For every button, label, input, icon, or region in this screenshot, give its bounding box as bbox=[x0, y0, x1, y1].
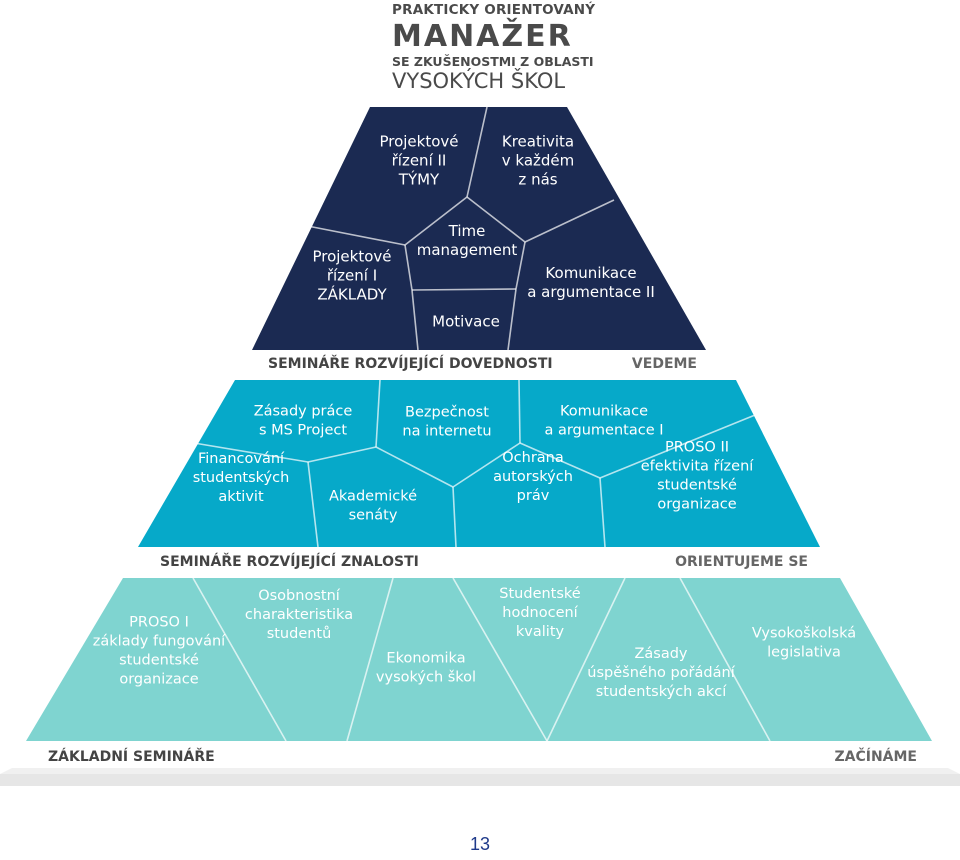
tier-middle-divider bbox=[599, 412, 761, 479]
title-line-2: MANAŽER bbox=[392, 19, 573, 54]
cell-label: Motivace bbox=[432, 312, 500, 330]
cell-label: management bbox=[417, 241, 518, 259]
tier-bottom-divider bbox=[192, 577, 287, 742]
cell-label: Vysokoškolská bbox=[752, 626, 856, 642]
pyramid-title: PRAKTICKY ORIENTOVANÝ MANAŽER SE ZKUŠENO… bbox=[392, 2, 595, 93]
cell-label: Ekonomika bbox=[386, 651, 465, 667]
tier-top-divider bbox=[515, 241, 526, 290]
tier-middle-divider bbox=[375, 379, 381, 448]
tier-middle-divider bbox=[518, 379, 521, 444]
cell-label: Projektové bbox=[379, 132, 458, 150]
cell-label: PROSO I bbox=[129, 615, 189, 631]
tier-top-divider bbox=[411, 288, 517, 291]
cell-label: charakteristika bbox=[245, 607, 353, 623]
cell-label: aktivit bbox=[218, 489, 264, 505]
tier-middle-divider bbox=[307, 461, 319, 548]
cell-label: řízení I bbox=[327, 266, 377, 284]
tier-top-divider bbox=[404, 196, 468, 246]
cell-label: hodnocení bbox=[502, 605, 578, 621]
cell-label: Kreativita bbox=[502, 132, 574, 150]
tier-bottom bbox=[26, 578, 932, 741]
cell-label: na internetu bbox=[402, 424, 491, 440]
tier-bottom-divider bbox=[546, 577, 626, 742]
cell-label: s MS Project bbox=[259, 423, 347, 439]
tier-top-divider bbox=[524, 199, 615, 243]
cell-label: PROSO II bbox=[665, 440, 729, 456]
tier-top-divider bbox=[466, 196, 526, 243]
tier-top-label: SEMINÁŘE ROZVÍJEJÍCÍ DOVEDNOSTI bbox=[268, 355, 553, 372]
tier-middle-divider bbox=[187, 441, 309, 463]
cell-label: základy fungování bbox=[93, 634, 226, 650]
ground-bar bbox=[0, 774, 960, 786]
title-line-4: VYSOKÝCH ŠKOL bbox=[392, 69, 566, 93]
tier-middle bbox=[138, 380, 820, 547]
tier-middle-divider bbox=[307, 446, 377, 463]
cell-label: Osobnostní bbox=[258, 588, 341, 604]
cell-label: kvality bbox=[516, 624, 565, 640]
cell-label: Ochrana bbox=[502, 450, 564, 466]
cell-label: práv bbox=[517, 488, 550, 504]
tier-top-divider bbox=[466, 106, 488, 198]
cell-label: studentské bbox=[657, 478, 737, 494]
title-line-3: SE ZKUŠENOSTMI Z OBLASTI bbox=[392, 54, 594, 69]
cell-label: Financování bbox=[198, 451, 285, 467]
cell-label: studentské bbox=[119, 653, 199, 669]
cell-label: Zásady práce bbox=[254, 404, 353, 420]
cell-label: Projektové bbox=[312, 247, 391, 265]
tier-top-divider bbox=[411, 289, 419, 351]
cell-label: Zásady bbox=[634, 646, 687, 662]
cell-label: z nás bbox=[518, 170, 557, 188]
cell-label: Time bbox=[448, 222, 486, 240]
cell-label: Akademické bbox=[329, 489, 417, 505]
cell-label: Komunikace bbox=[545, 264, 636, 282]
tier-middle-tag: ORIENTUJEME SE bbox=[675, 554, 808, 570]
cell-label: Studentské bbox=[499, 586, 581, 602]
cell-label: Komunikace bbox=[560, 404, 648, 420]
cell-label: organizace bbox=[657, 497, 736, 513]
tier-bottom-divider bbox=[346, 577, 394, 742]
cell-label: řízení II bbox=[392, 151, 447, 169]
tier-top-divider bbox=[281, 220, 406, 246]
tier-top-divider bbox=[404, 244, 413, 291]
page-number: 13 bbox=[469, 834, 491, 854]
tier-middle-divider bbox=[519, 442, 601, 479]
cell-label: organizace bbox=[119, 672, 198, 688]
tier-middle-divider bbox=[599, 477, 606, 548]
cell-label: studentských akcí bbox=[596, 684, 727, 700]
cell-label: úspěšného pořádání bbox=[587, 665, 735, 681]
cell-label: studentů bbox=[267, 626, 332, 642]
title-line-1: PRAKTICKY ORIENTOVANÝ bbox=[392, 2, 596, 18]
cell-label: a argumentace II bbox=[527, 283, 655, 301]
ground-bar-top bbox=[0, 768, 960, 774]
cell-label: ZÁKLADY bbox=[317, 284, 387, 303]
tier-bottom-divider bbox=[679, 577, 771, 742]
tier-middle-divider bbox=[452, 486, 457, 548]
cell-label: efektivita řízení bbox=[641, 459, 755, 475]
cell-label: legislativa bbox=[767, 645, 841, 661]
tier-middle-label: SEMINÁŘE ROZVÍJEJÍCÍ ZNALOSTI bbox=[160, 553, 419, 570]
tier-bottom-tag: ZAČÍNÁME bbox=[834, 747, 917, 765]
tier-top-divider bbox=[507, 288, 517, 351]
cell-label: v každém bbox=[502, 151, 575, 169]
tier-top-tag: VEDEME bbox=[632, 356, 697, 372]
cell-label: vysokých škol bbox=[376, 670, 476, 686]
tier-bottom-divider bbox=[452, 577, 548, 742]
tier-middle-divider bbox=[452, 442, 521, 488]
cell-label: senáty bbox=[349, 508, 398, 524]
cell-label: a argumentace I bbox=[544, 423, 663, 439]
cell-label: Bezpečnost bbox=[405, 405, 489, 421]
tier-middle-divider bbox=[375, 446, 454, 488]
tier-bottom-label: ZÁKLADNÍ SEMINÁŘE bbox=[48, 748, 215, 765]
cell-label: studentských bbox=[193, 470, 290, 486]
tier-top bbox=[252, 107, 706, 350]
cell-label: TÝMY bbox=[398, 169, 440, 188]
cell-label: autorských bbox=[493, 469, 573, 485]
